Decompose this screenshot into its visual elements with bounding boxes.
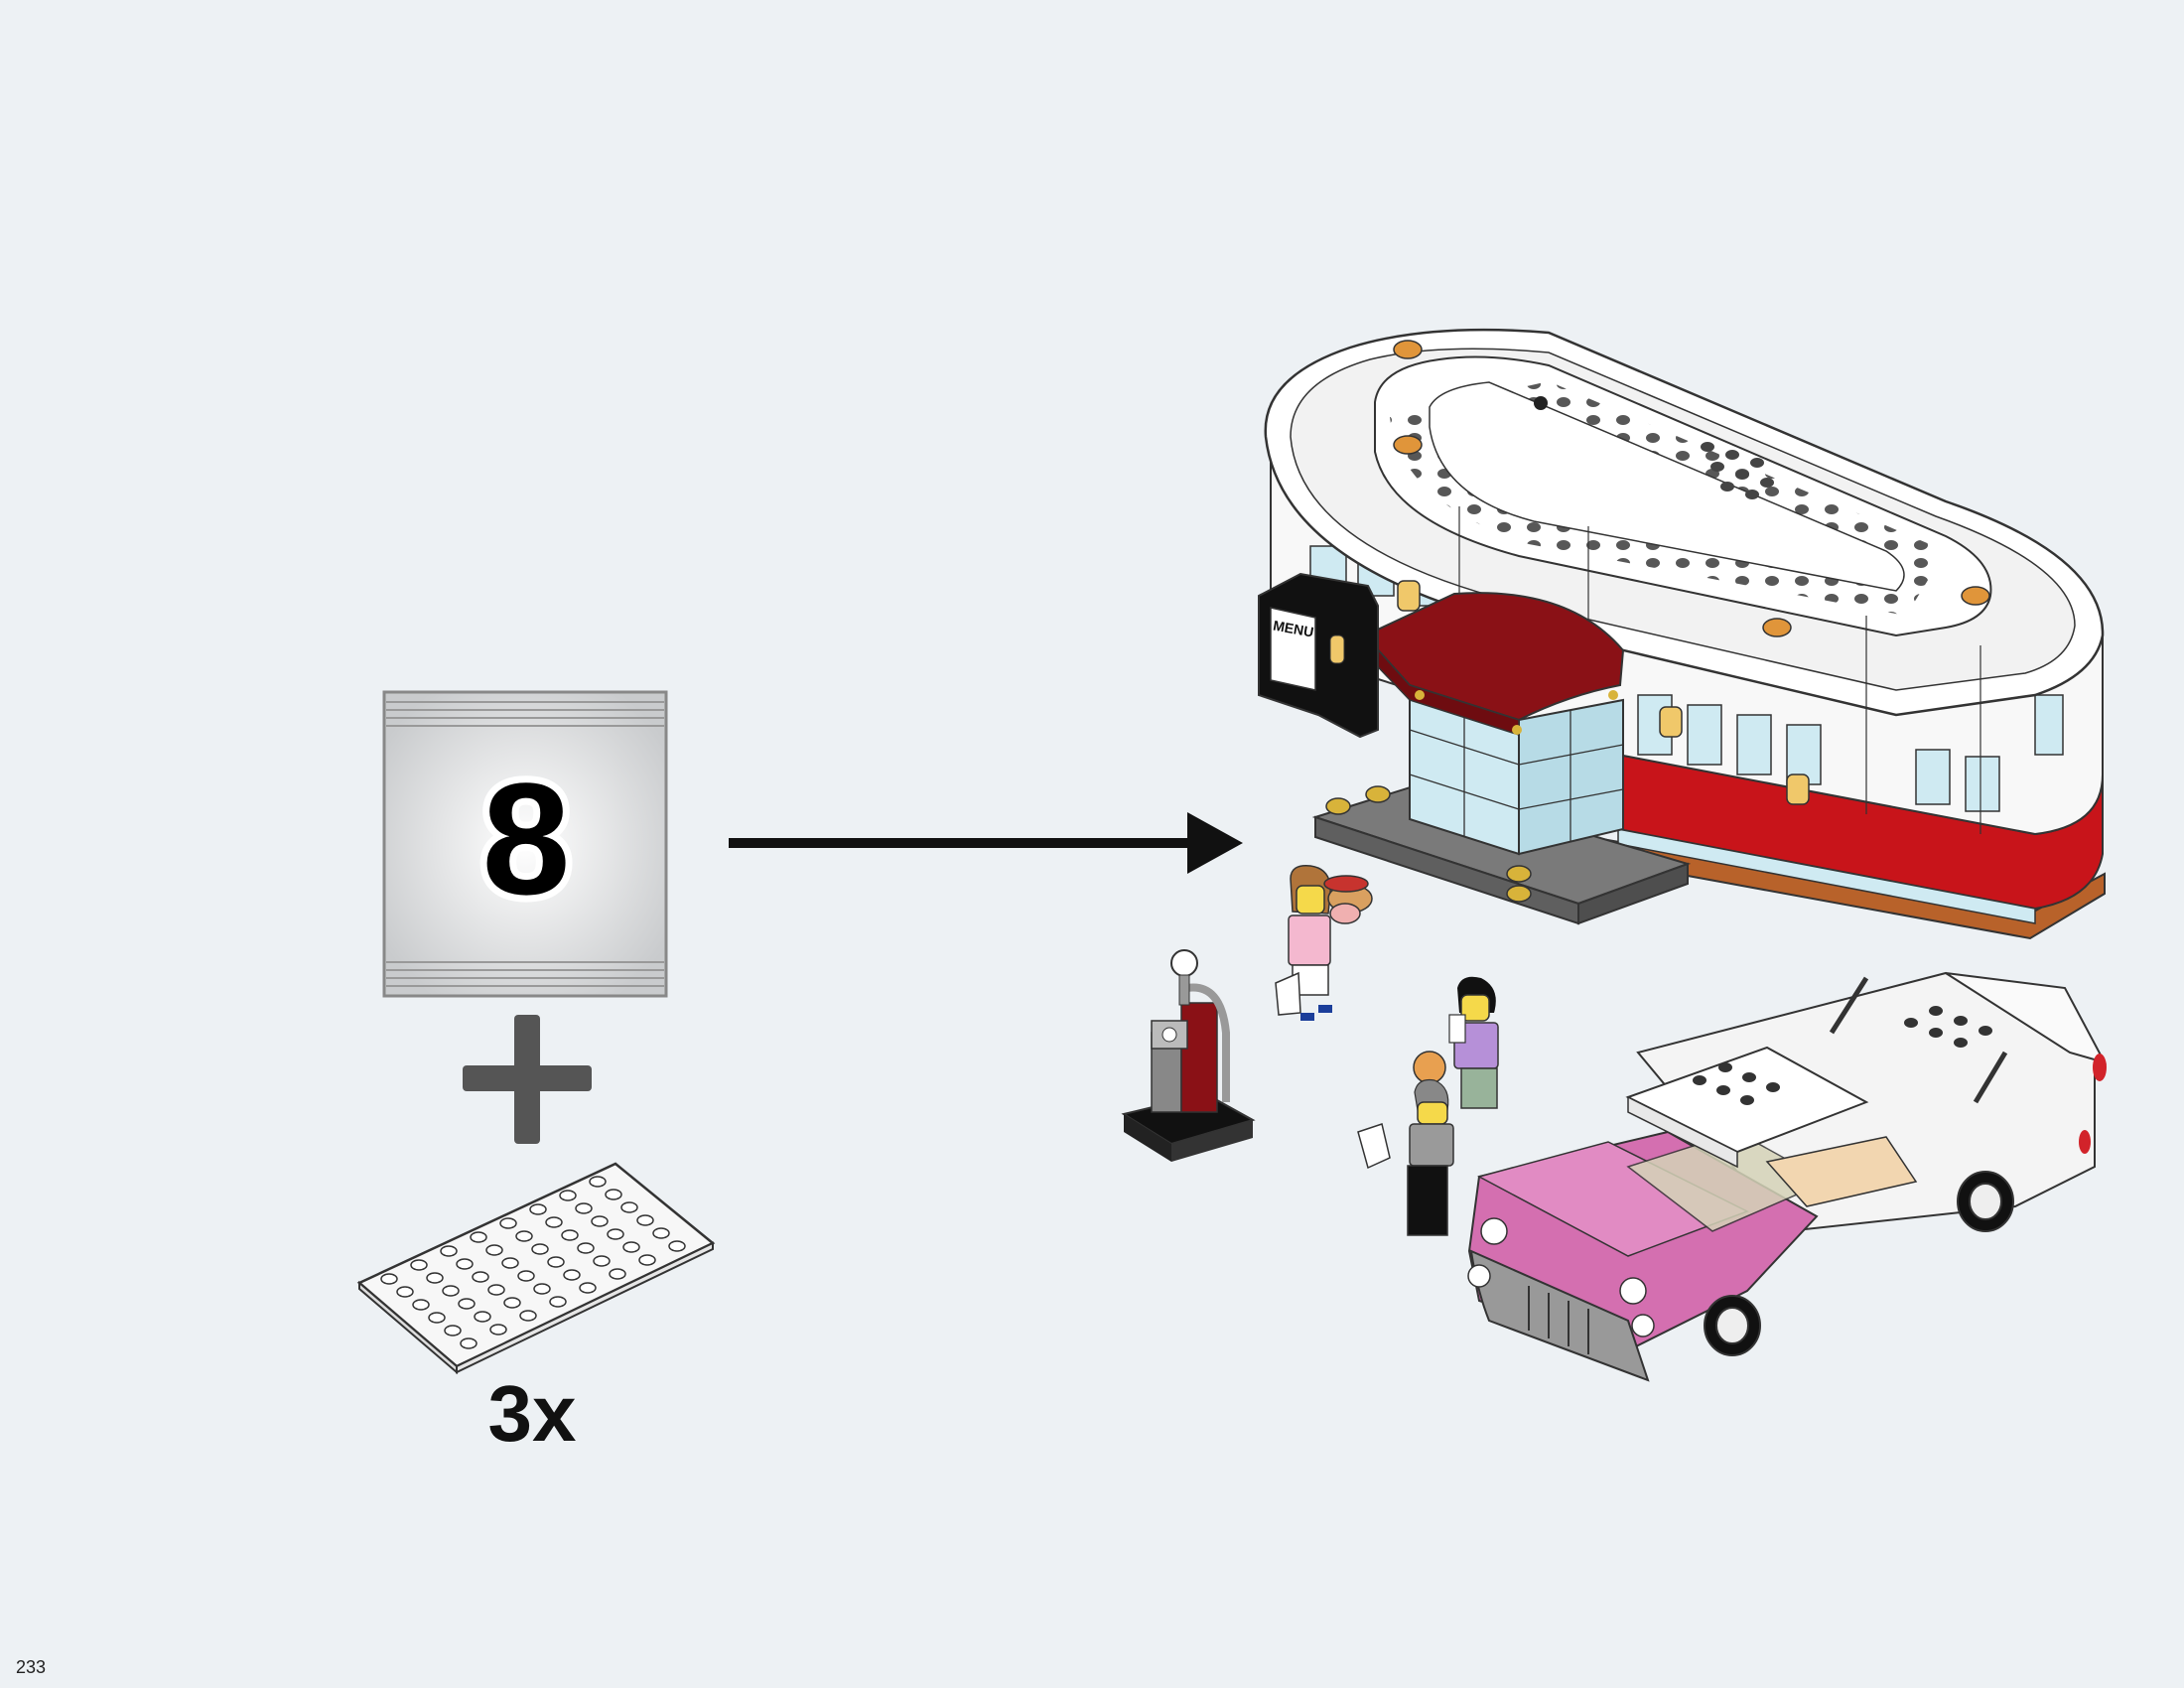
menu-sign: MENU [1258,572,1379,739]
white-plate-icon [356,1162,716,1375]
customer-elder-minifig-icon [1357,1051,1454,1236]
arrow-right-icon [729,812,1243,874]
diner-illustration: MENU [1258,328,2106,940]
pink-car-illustration [1467,971,2107,1382]
menu-sign-text: MENU [1272,618,1314,640]
customer-minifig-icon [1448,976,1499,1109]
gas-pump-icon [1121,949,1256,1162]
page-number: 233 [16,1657,47,1677]
plus-icon [463,1015,592,1144]
bag-8-icon: 8 [382,690,668,998]
bag-number: 8 [482,750,571,927]
waitress-minifig-icon [1275,865,1373,1021]
part-quantity: 3x [487,1369,577,1458]
